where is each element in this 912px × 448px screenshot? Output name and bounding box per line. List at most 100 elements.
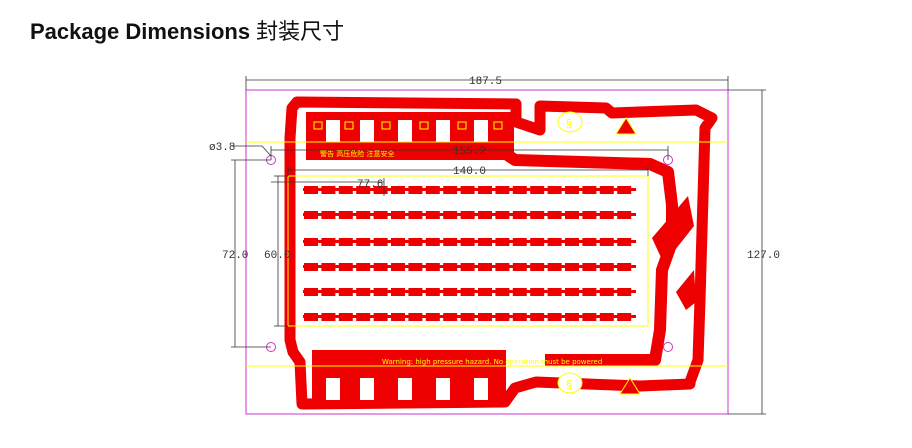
cell-pad <box>356 186 371 194</box>
cell-pad <box>443 263 458 271</box>
cell-pad <box>443 288 458 296</box>
cell-pad <box>408 263 423 271</box>
cell-pad <box>495 288 510 296</box>
cell-pad <box>617 211 632 219</box>
page-title-english: Package Dimensions <box>30 19 251 44</box>
cell-pad <box>373 238 388 246</box>
cell-pad <box>356 238 371 246</box>
cell-pad <box>321 186 336 194</box>
cell-pad <box>565 238 579 246</box>
cell-pad <box>530 313 545 321</box>
cell-pad <box>408 211 423 219</box>
cell-pad <box>599 186 614 194</box>
cell-pad <box>599 288 614 296</box>
cell-pad <box>495 186 510 194</box>
cell-pad <box>338 211 353 219</box>
cell-pad <box>582 186 597 194</box>
cell-pad <box>478 288 492 296</box>
copper-inner-trace <box>496 145 678 366</box>
cell-pad <box>547 186 562 194</box>
cell-pad <box>338 263 353 271</box>
cell-pad <box>373 211 388 219</box>
cell-pad <box>530 263 545 271</box>
cell-pad <box>373 313 388 321</box>
cell-pad <box>582 313 597 321</box>
dimension-half-width: 77.6 <box>357 179 383 191</box>
bottom-slots <box>326 378 488 400</box>
cell-pad <box>425 288 440 296</box>
cell-pad <box>338 238 353 246</box>
cell-pad <box>530 238 545 246</box>
cell-pad <box>547 313 562 321</box>
cell-pad <box>356 211 371 219</box>
cell-pad <box>304 238 318 246</box>
cell-pad <box>373 288 388 296</box>
dimension-inner-height: 60.0 <box>264 250 290 262</box>
cell-pad <box>582 288 597 296</box>
warning-triangle-icon <box>615 117 637 135</box>
dimension-hole-diameter: ø3.8 <box>209 142 235 154</box>
cell-pad <box>478 238 492 246</box>
cell-pad <box>425 313 440 321</box>
cell-pad <box>338 186 353 194</box>
cell-pad <box>321 263 336 271</box>
cell-pad <box>304 313 318 321</box>
dimension-hole-spacing-y: 72.0 <box>222 250 248 262</box>
cell-pad <box>391 211 405 219</box>
cell-pad <box>460 288 475 296</box>
cell-pad <box>599 238 614 246</box>
cell-pad-rows <box>303 186 636 321</box>
cell-pad <box>617 263 632 271</box>
cell-pad <box>408 186 423 194</box>
warning-triangle-icon <box>619 377 641 395</box>
cell-pad <box>547 238 562 246</box>
cell-pad <box>530 211 545 219</box>
cell-pad <box>599 263 614 271</box>
cell-pad <box>512 263 527 271</box>
cell-pad <box>443 211 458 219</box>
cell-pad <box>565 313 579 321</box>
cell-pad <box>304 288 318 296</box>
cell-pad <box>565 211 579 219</box>
cell-pad <box>460 313 475 321</box>
cell-pad <box>408 238 423 246</box>
board-outline <box>245 89 729 415</box>
svg-text:§: § <box>566 379 572 391</box>
dimension-overall-width: 187.5 <box>469 76 502 88</box>
cell-pad <box>495 313 510 321</box>
cell-pad <box>460 238 475 246</box>
mounting-holes <box>266 155 673 352</box>
copper-frame <box>284 96 718 410</box>
cell-pad <box>391 288 405 296</box>
warning-text: Warning: high pressure hazard. No operat… <box>382 358 602 366</box>
cell-pad <box>512 186 527 194</box>
cell-pad <box>512 238 527 246</box>
cell-pad <box>391 238 405 246</box>
cell-pad <box>547 211 562 219</box>
cell-pad <box>460 263 475 271</box>
cell-pad <box>565 186 579 194</box>
cell-pad <box>617 238 632 246</box>
top-slots <box>326 120 488 142</box>
dimension-lines <box>231 76 766 415</box>
silkscreen-frame <box>287 175 649 327</box>
cell-pad <box>582 238 597 246</box>
copper-block-lower <box>676 270 696 310</box>
cell-pad <box>391 186 405 194</box>
cell-pad <box>425 211 440 219</box>
cell-pad <box>391 263 405 271</box>
copper-block-upper <box>652 196 694 264</box>
cell-pad <box>530 288 545 296</box>
page-title-chinese: 封装尺寸 <box>256 20 345 45</box>
cell-pad <box>356 288 371 296</box>
dimension-hole-spacing-x: 155.2 <box>453 146 486 158</box>
cell-pad <box>304 263 318 271</box>
cell-pad <box>356 263 371 271</box>
cell-pad <box>512 313 527 321</box>
cell-pad <box>617 288 632 296</box>
cell-pad <box>304 211 318 219</box>
dimension-inner-width: 140.0 <box>453 166 486 178</box>
cell-pad <box>373 263 388 271</box>
cell-pad <box>478 313 492 321</box>
